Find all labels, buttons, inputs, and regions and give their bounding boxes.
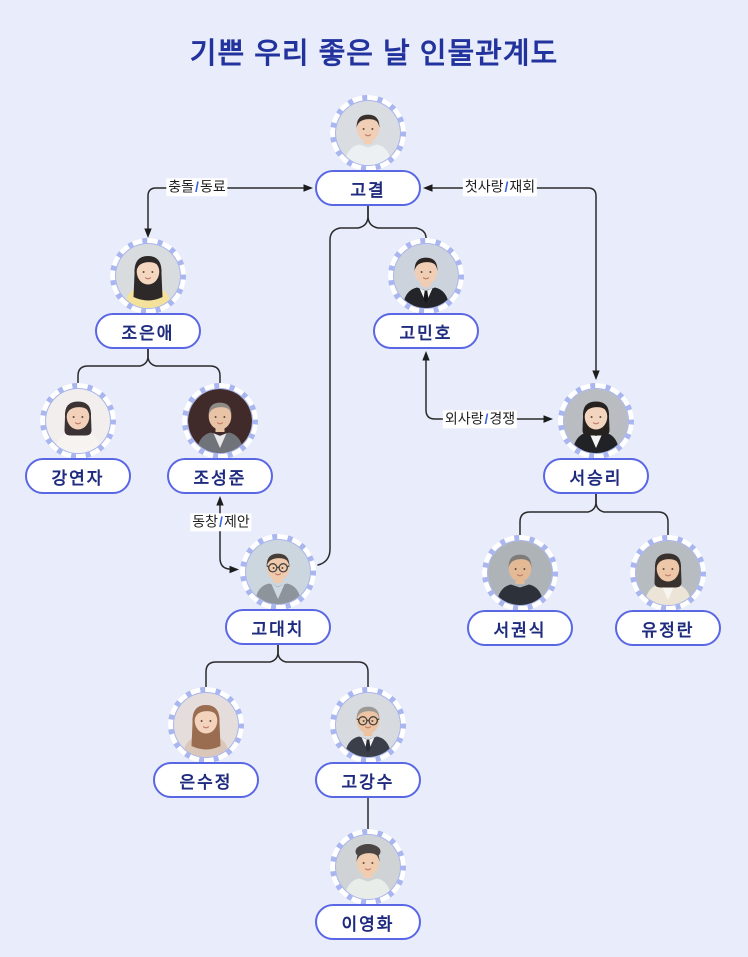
character-name: 고강수	[341, 772, 395, 792]
relationship-label-classmate-proposal: 동창/제안	[190, 513, 252, 531]
portrait-photo	[488, 541, 552, 605]
character-name: 서권식	[493, 620, 547, 640]
name-badge-go-gyeol: 고결	[315, 170, 421, 206]
name-badge-kang-yeon-ja: 강연자	[25, 458, 131, 494]
character-name: 조은애	[121, 323, 175, 343]
name-badge-eun-su-jeong: 은수정	[153, 762, 259, 798]
relationship-text: 동창	[192, 513, 219, 530]
slash-separator: /	[219, 513, 223, 530]
character-name: 강연자	[51, 468, 105, 488]
avatar-go-min-ho	[388, 238, 464, 314]
avatar-go-gang-su	[330, 687, 406, 763]
portrait-photo	[188, 389, 252, 453]
avatar-eun-su-jeong	[168, 687, 244, 763]
portrait-photo	[174, 693, 238, 757]
avatar-go-dae-chi	[240, 534, 316, 610]
relationship-text: 충돌	[168, 178, 195, 195]
character-name: 이영화	[341, 914, 395, 934]
character-name: 고민호	[399, 323, 453, 343]
name-badge-jo-seong-jun: 조성준	[167, 458, 273, 494]
character-name: 조성준	[193, 468, 247, 488]
name-badge-go-min-ho: 고민호	[373, 313, 479, 349]
character-name: 고대치	[251, 619, 305, 639]
relationship-text: 경쟁	[489, 410, 516, 427]
relationship-text: 첫사랑	[464, 178, 504, 195]
avatar-kang-yeon-ja	[40, 383, 116, 459]
portrait-photo	[564, 389, 628, 453]
portrait-photo	[246, 540, 310, 604]
avatar-seo-seung-ri	[558, 383, 634, 459]
avatar-yu-jeong-ran	[630, 535, 706, 611]
avatar-jo-seong-jun	[182, 383, 258, 459]
portrait-photo	[46, 389, 110, 453]
name-badge-go-gang-su: 고강수	[315, 762, 421, 798]
relationship-text: 재회	[509, 178, 536, 195]
portrait-photo	[336, 101, 400, 165]
name-badge-seo-seung-ri: 서승리	[543, 458, 649, 494]
avatar-seo-gwon-sik	[482, 535, 558, 611]
portrait-photo	[336, 693, 400, 757]
name-badge-lee-yeong-hwa: 이영화	[315, 904, 421, 940]
relationship-label-one-sided-love-rivalry: 외사랑/경쟁	[442, 410, 518, 428]
portrait-photo	[336, 835, 400, 899]
relationship-text: 동료	[199, 178, 226, 195]
relationship-label-conflict-colleague: 충돌/동료	[166, 178, 228, 196]
character-name: 고결	[350, 180, 386, 200]
portrait-photo	[636, 541, 700, 605]
portrait-photo	[116, 244, 180, 308]
name-badge-yu-jeong-ran: 유정란	[615, 610, 721, 646]
relationship-text: 제안	[223, 513, 250, 530]
avatar-jo-eun-ae	[110, 238, 186, 314]
slash-separator: /	[195, 178, 199, 195]
name-badge-jo-eun-ae: 조은애	[95, 313, 201, 349]
page-title: 기쁜 우리 좋은 날 인물관계도	[189, 38, 559, 70]
character-name: 은수정	[179, 772, 233, 792]
slash-separator: /	[504, 178, 509, 195]
slash-separator: /	[484, 410, 489, 427]
avatar-go-gyeol	[330, 95, 406, 171]
character-name: 서승리	[569, 468, 623, 488]
relationship-label-first-love-reunion: 첫사랑/재회	[462, 178, 538, 196]
name-badge-seo-gwon-sik: 서권식	[467, 610, 573, 646]
character-name: 유정란	[641, 620, 695, 640]
relationship-text: 외사랑	[444, 410, 484, 427]
name-badge-go-dae-chi: 고대치	[225, 609, 331, 645]
portrait-photo	[394, 244, 458, 308]
avatar-lee-yeong-hwa	[330, 829, 406, 905]
